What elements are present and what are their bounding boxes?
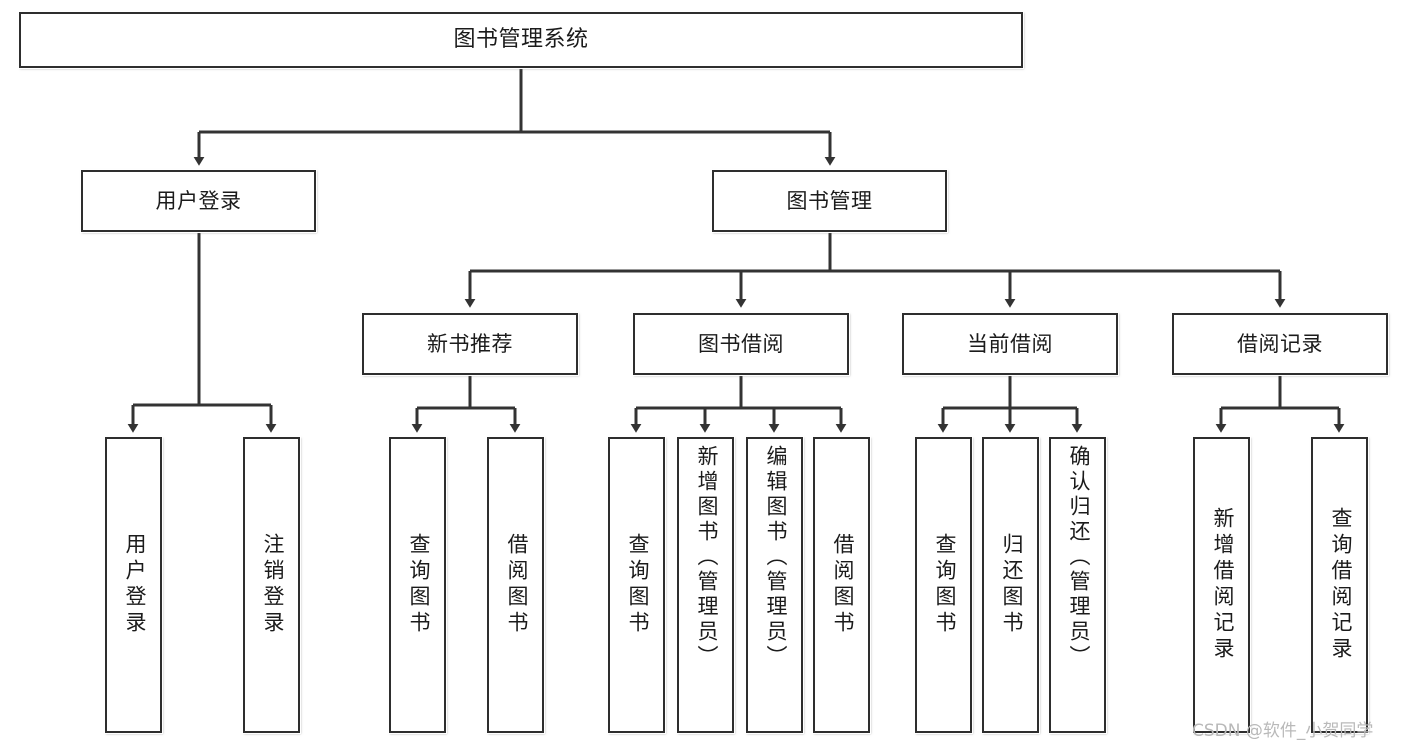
node-label: 新增图书（管理员）	[695, 445, 719, 670]
node-label: 借阅记录	[1237, 331, 1323, 356]
node-current-borrow[interactable]: 当前借阅	[902, 313, 1118, 375]
leaf-book-borrow-borrow-book[interactable]: 借阅图书	[813, 437, 870, 733]
node-label: 借阅图书	[831, 533, 855, 637]
leaf-user-login-logout[interactable]: 注销登录	[243, 437, 300, 733]
leaf-borrow-record-add-record[interactable]: 新增借阅记录	[1193, 437, 1250, 733]
node-label: 图书借阅	[698, 331, 784, 356]
leaf-new-book-query-book[interactable]: 查询图书	[389, 437, 446, 733]
node-label: 用户登录	[123, 533, 147, 637]
node-label: 确认归还（管理员）	[1067, 445, 1091, 670]
node-label: 查询图书	[407, 533, 431, 637]
leaf-book-borrow-query-book[interactable]: 查询图书	[608, 437, 665, 733]
node-book-borrow[interactable]: 图书借阅	[633, 313, 849, 375]
node-label: 查询图书	[933, 533, 957, 637]
leaf-book-borrow-edit-book-admin[interactable]: 编辑图书（管理员）	[746, 437, 803, 733]
node-label: 查询图书	[626, 533, 650, 637]
node-label: 编辑图书（管理员）	[764, 445, 788, 670]
node-book-management[interactable]: 图书管理	[712, 170, 947, 232]
leaf-book-borrow-add-book-admin[interactable]: 新增图书（管理员）	[677, 437, 734, 733]
node-label: 用户登录	[155, 188, 242, 213]
node-label: 新书推荐	[427, 331, 513, 356]
node-label: 当前借阅	[967, 331, 1053, 356]
leaf-user-login-login[interactable]: 用户登录	[105, 437, 162, 733]
node-label: 图书管理	[786, 188, 873, 213]
leaf-current-borrow-return-book[interactable]: 归还图书	[982, 437, 1039, 733]
node-label: 新增借阅记录	[1211, 507, 1235, 663]
node-label: 图书管理系统	[453, 27, 589, 53]
node-label: 归还图书	[1000, 533, 1024, 637]
leaf-borrow-record-query-record[interactable]: 查询借阅记录	[1311, 437, 1368, 733]
node-user-login[interactable]: 用户登录	[81, 170, 316, 232]
watermark-text: CSDN @软件_小贺同学	[1192, 721, 1374, 741]
node-new-book-recommend[interactable]: 新书推荐	[362, 313, 578, 375]
node-borrow-record[interactable]: 借阅记录	[1172, 313, 1388, 375]
node-label: 查询借阅记录	[1329, 507, 1353, 663]
leaf-current-borrow-query-book[interactable]: 查询图书	[915, 437, 972, 733]
node-label: 注销登录	[261, 533, 285, 637]
leaf-new-book-borrow-book[interactable]: 借阅图书	[487, 437, 544, 733]
leaf-current-borrow-confirm-return-admin[interactable]: 确认归还（管理员）	[1049, 437, 1106, 733]
node-label: 借阅图书	[505, 533, 529, 637]
node-root-book-management-system[interactable]: 图书管理系统	[19, 12, 1023, 68]
